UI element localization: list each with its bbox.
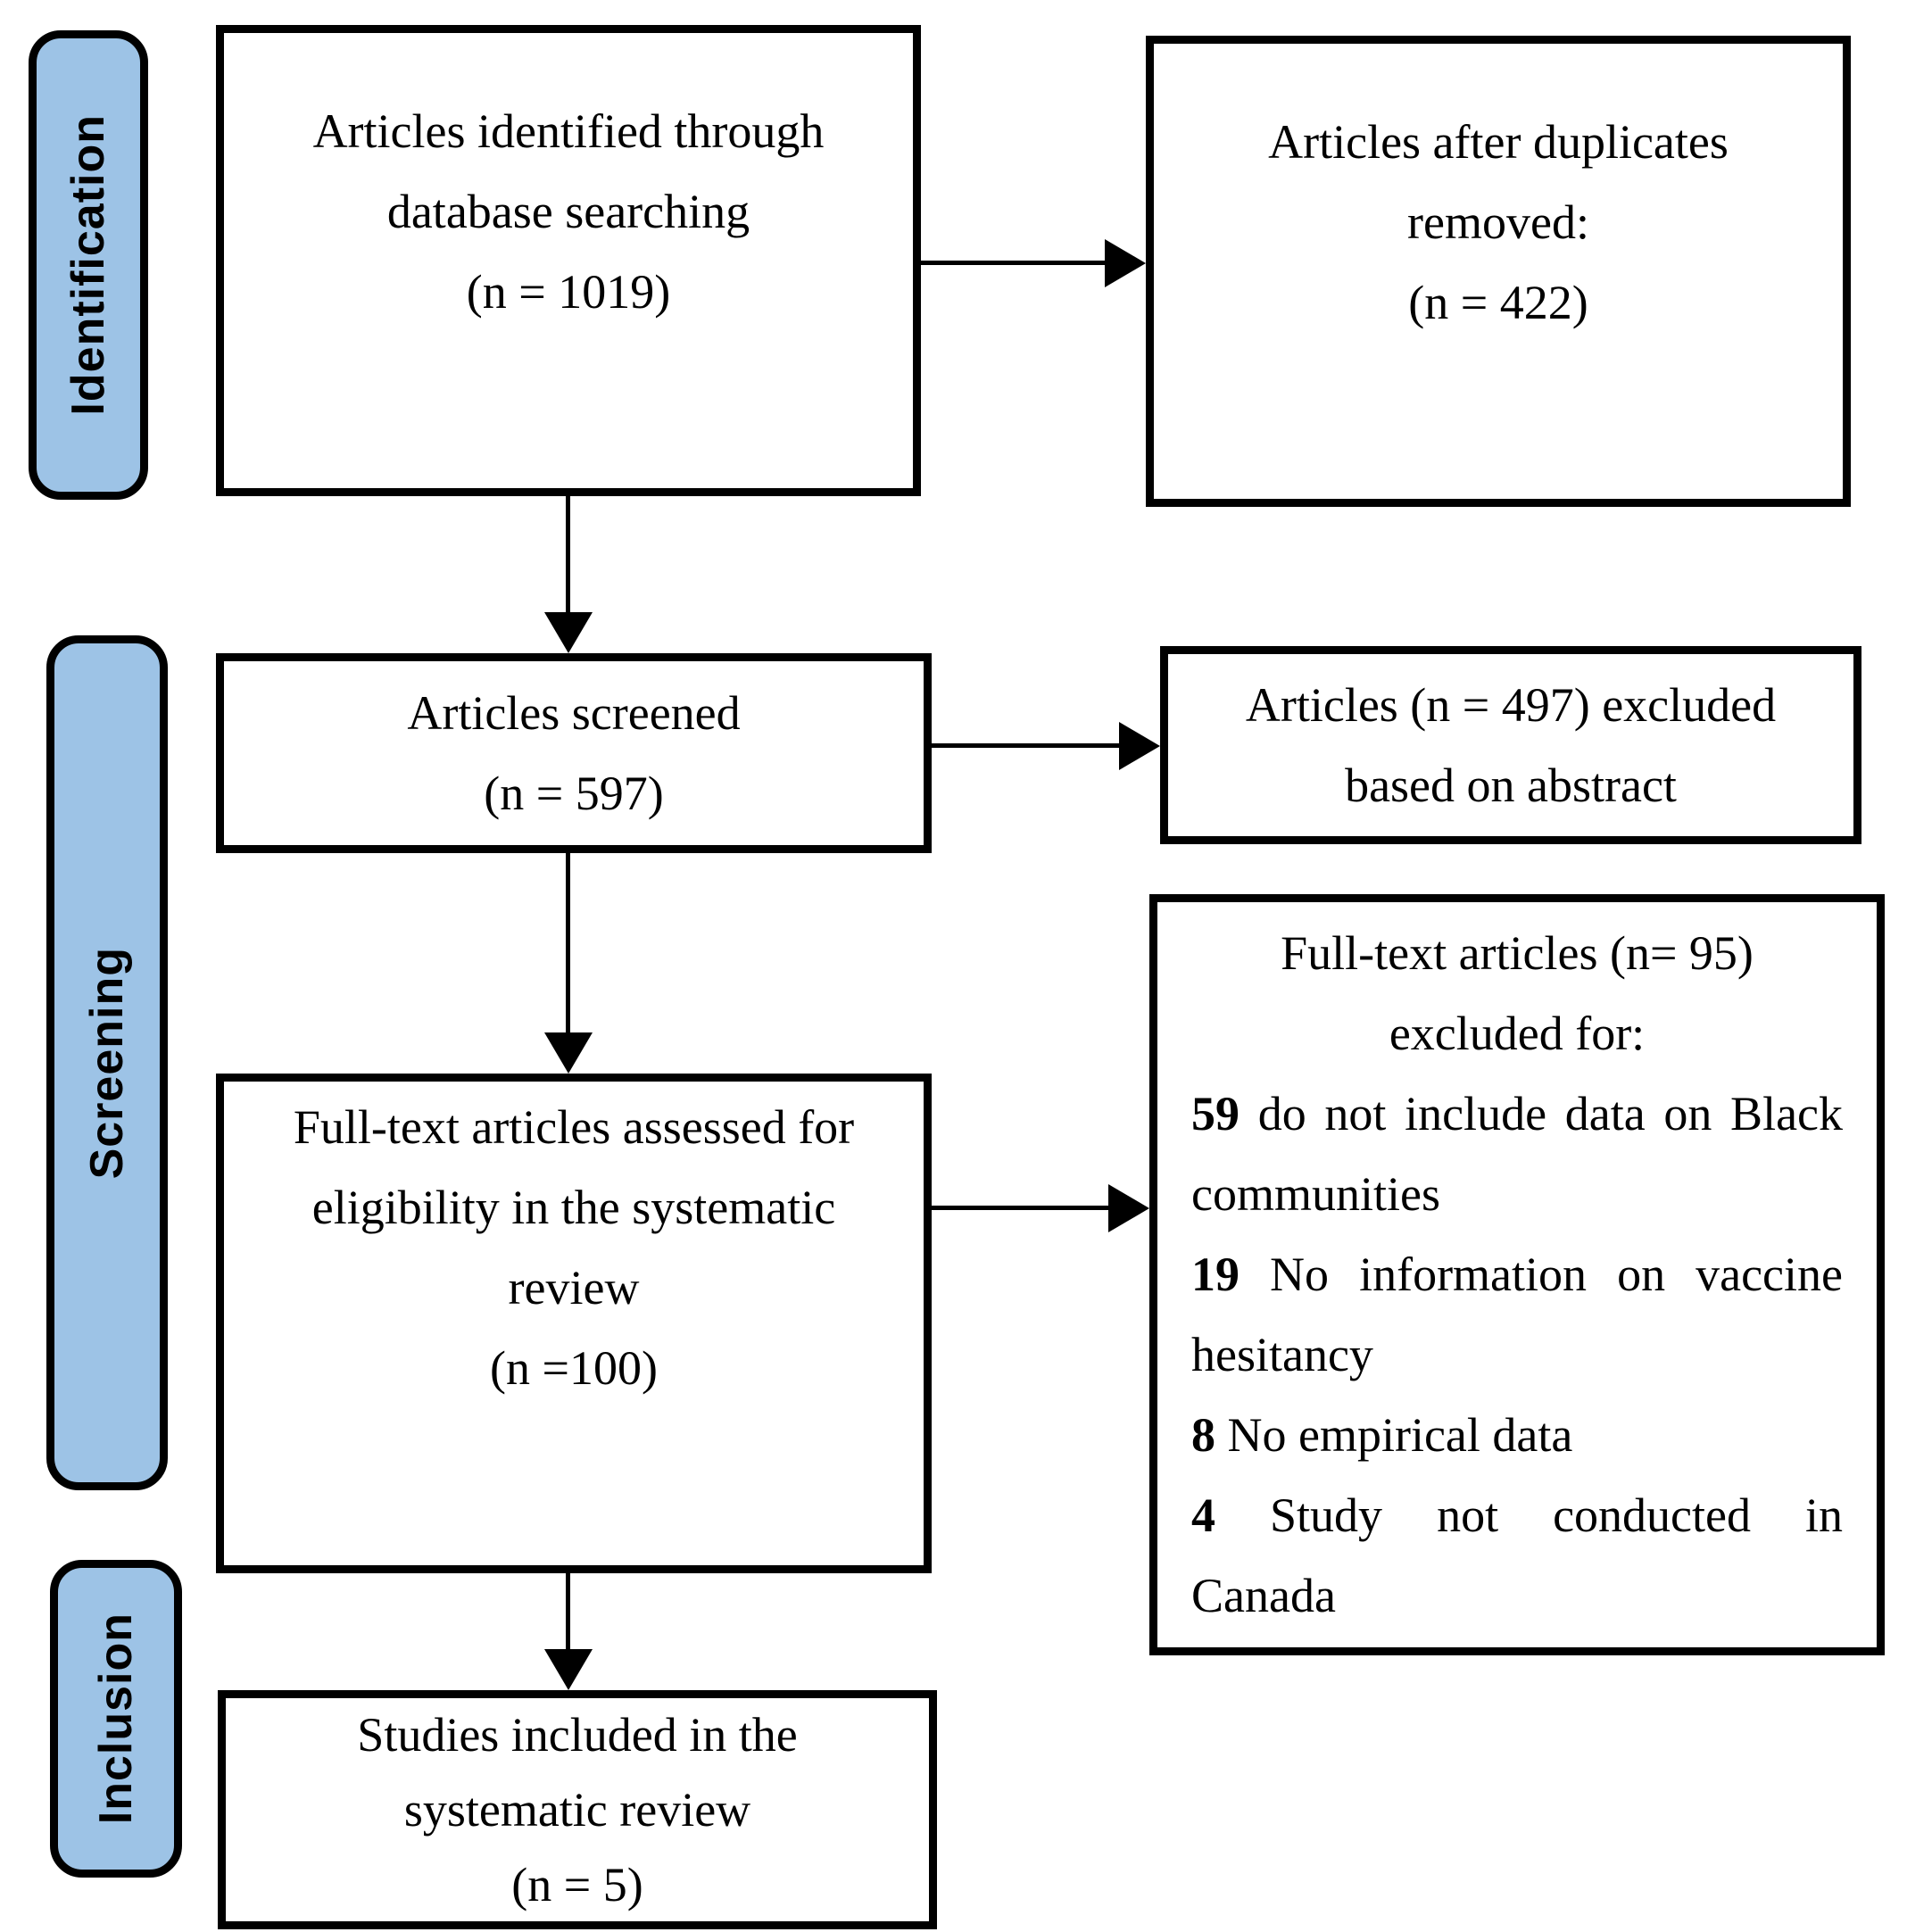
box-articles-identified: Articles identified through database sea…	[216, 25, 921, 496]
box-fulltext-excluded-header2: excluded for:	[1389, 1007, 1646, 1060]
box-studies-included-count: (n = 5)	[511, 1858, 643, 1911]
box-articles-identified-count: (n = 1019)	[466, 265, 671, 319]
exclusion-reason-text: Study not conducted in	[1270, 1488, 1843, 1542]
box-studies-included-line1: Studies included in the	[357, 1708, 798, 1762]
exclusion-reason-line: 19 No information on vaccine	[1191, 1234, 1843, 1314]
exclusion-reason-line: 8 No empirical data	[1191, 1395, 1843, 1475]
box-duplicates-removed-count: (n = 422)	[1408, 276, 1588, 329]
arrow-identified-to-screened-head-icon	[544, 612, 593, 653]
exclusion-reason-text: do not include data on Black	[1257, 1087, 1844, 1140]
arrow-screened-to-excluded-line	[932, 743, 1121, 748]
box-articles-screened-line1: Articles screened	[407, 686, 741, 740]
arrow-screened-to-fulltext-line	[566, 853, 570, 1034]
box-fulltext-assessed-line1: Full-text articles assessed for	[293, 1100, 855, 1154]
arrow-fulltext-to-excluded-line	[932, 1206, 1110, 1210]
stage-screening: Screening	[46, 635, 168, 1490]
box-articles-screened: Articles screened (n = 597)	[216, 653, 932, 853]
box-articles-identified-line2: database searching	[386, 185, 750, 238]
exclusion-reason-count: 8	[1191, 1408, 1215, 1462]
box-fulltext-assessed-line3: review	[508, 1261, 640, 1314]
exclusion-reason-line: communities	[1191, 1167, 1440, 1221]
arrow-identified-to-screened-line	[566, 496, 570, 616]
arrow-fulltext-to-included-head-icon	[544, 1649, 593, 1690]
stage-identification-label: Identification	[62, 114, 114, 416]
exclusion-reason-text: No information on vaccine	[1270, 1248, 1843, 1301]
box-fulltext-excluded: Full-text articles (n= 95) excluded for:…	[1149, 894, 1885, 1655]
arrow-identified-to-duplicates-head-icon	[1105, 239, 1146, 287]
exclusion-reason-line: hesitancy	[1191, 1328, 1373, 1381]
box-fulltext-assessed-line2: eligibility in the systematic	[311, 1181, 836, 1234]
exclusion-reason-count: 4	[1191, 1488, 1215, 1542]
box-duplicates-removed: Articles after duplicates removed: (n = …	[1146, 36, 1851, 507]
stage-inclusion-label: Inclusion	[90, 1613, 142, 1825]
arrow-identified-to-duplicates-line	[921, 261, 1108, 265]
box-studies-included-line2: systematic review	[403, 1783, 751, 1837]
arrow-fulltext-to-excluded-head-icon	[1108, 1184, 1149, 1232]
box-excluded-abstract-line1: Articles (n = 497) excluded	[1245, 678, 1777, 732]
stage-identification: Identification	[29, 30, 148, 500]
box-studies-included: Studies included in the systematic revie…	[218, 1690, 937, 1929]
box-articles-screened-count: (n = 597)	[484, 767, 664, 820]
box-fulltext-excluded-header1: Full-text articles (n= 95)	[1281, 926, 1754, 980]
exclusion-reason-not-canada: 4 Study not conducted in Canada	[1191, 1475, 1843, 1636]
exclusion-reason-black-communities: 59 do not include data on Black communit…	[1191, 1074, 1843, 1234]
exclusion-reason-no-empirical-data: 8 No empirical data	[1191, 1395, 1843, 1475]
exclusion-reason-count: 19	[1191, 1248, 1240, 1301]
exclusion-reason-count: 59	[1191, 1087, 1240, 1140]
arrow-screened-to-fulltext-head-icon	[544, 1032, 593, 1074]
stage-screening-label: Screening	[81, 946, 133, 1180]
box-fulltext-assessed: Full-text articles assessed for eligibil…	[216, 1074, 932, 1573]
exclusion-reason-line: 59 do not include data on Black	[1191, 1074, 1843, 1154]
box-fulltext-assessed-count: (n =100)	[490, 1341, 658, 1395]
arrow-fulltext-to-included-line	[566, 1573, 570, 1651]
box-duplicates-removed-line2: removed:	[1407, 195, 1589, 249]
box-excluded-abstract: Articles (n = 497) excluded based on abs…	[1160, 646, 1861, 844]
exclusion-reason-vaccine-hesitancy: 19 No information on vaccine hesitancy	[1191, 1234, 1843, 1395]
box-duplicates-removed-line1: Articles after duplicates	[1268, 115, 1729, 169]
exclusion-reason-text: No empirical data	[1227, 1408, 1573, 1462]
box-excluded-abstract-line2: based on abstract	[1345, 759, 1677, 812]
arrow-screened-to-excluded-head-icon	[1119, 722, 1160, 770]
box-articles-identified-line1: Articles identified through	[312, 104, 825, 158]
exclusion-reason-line: 4 Study not conducted in	[1191, 1475, 1843, 1555]
stage-inclusion: Inclusion	[50, 1560, 182, 1878]
exclusion-reason-line: Canada	[1191, 1569, 1336, 1622]
